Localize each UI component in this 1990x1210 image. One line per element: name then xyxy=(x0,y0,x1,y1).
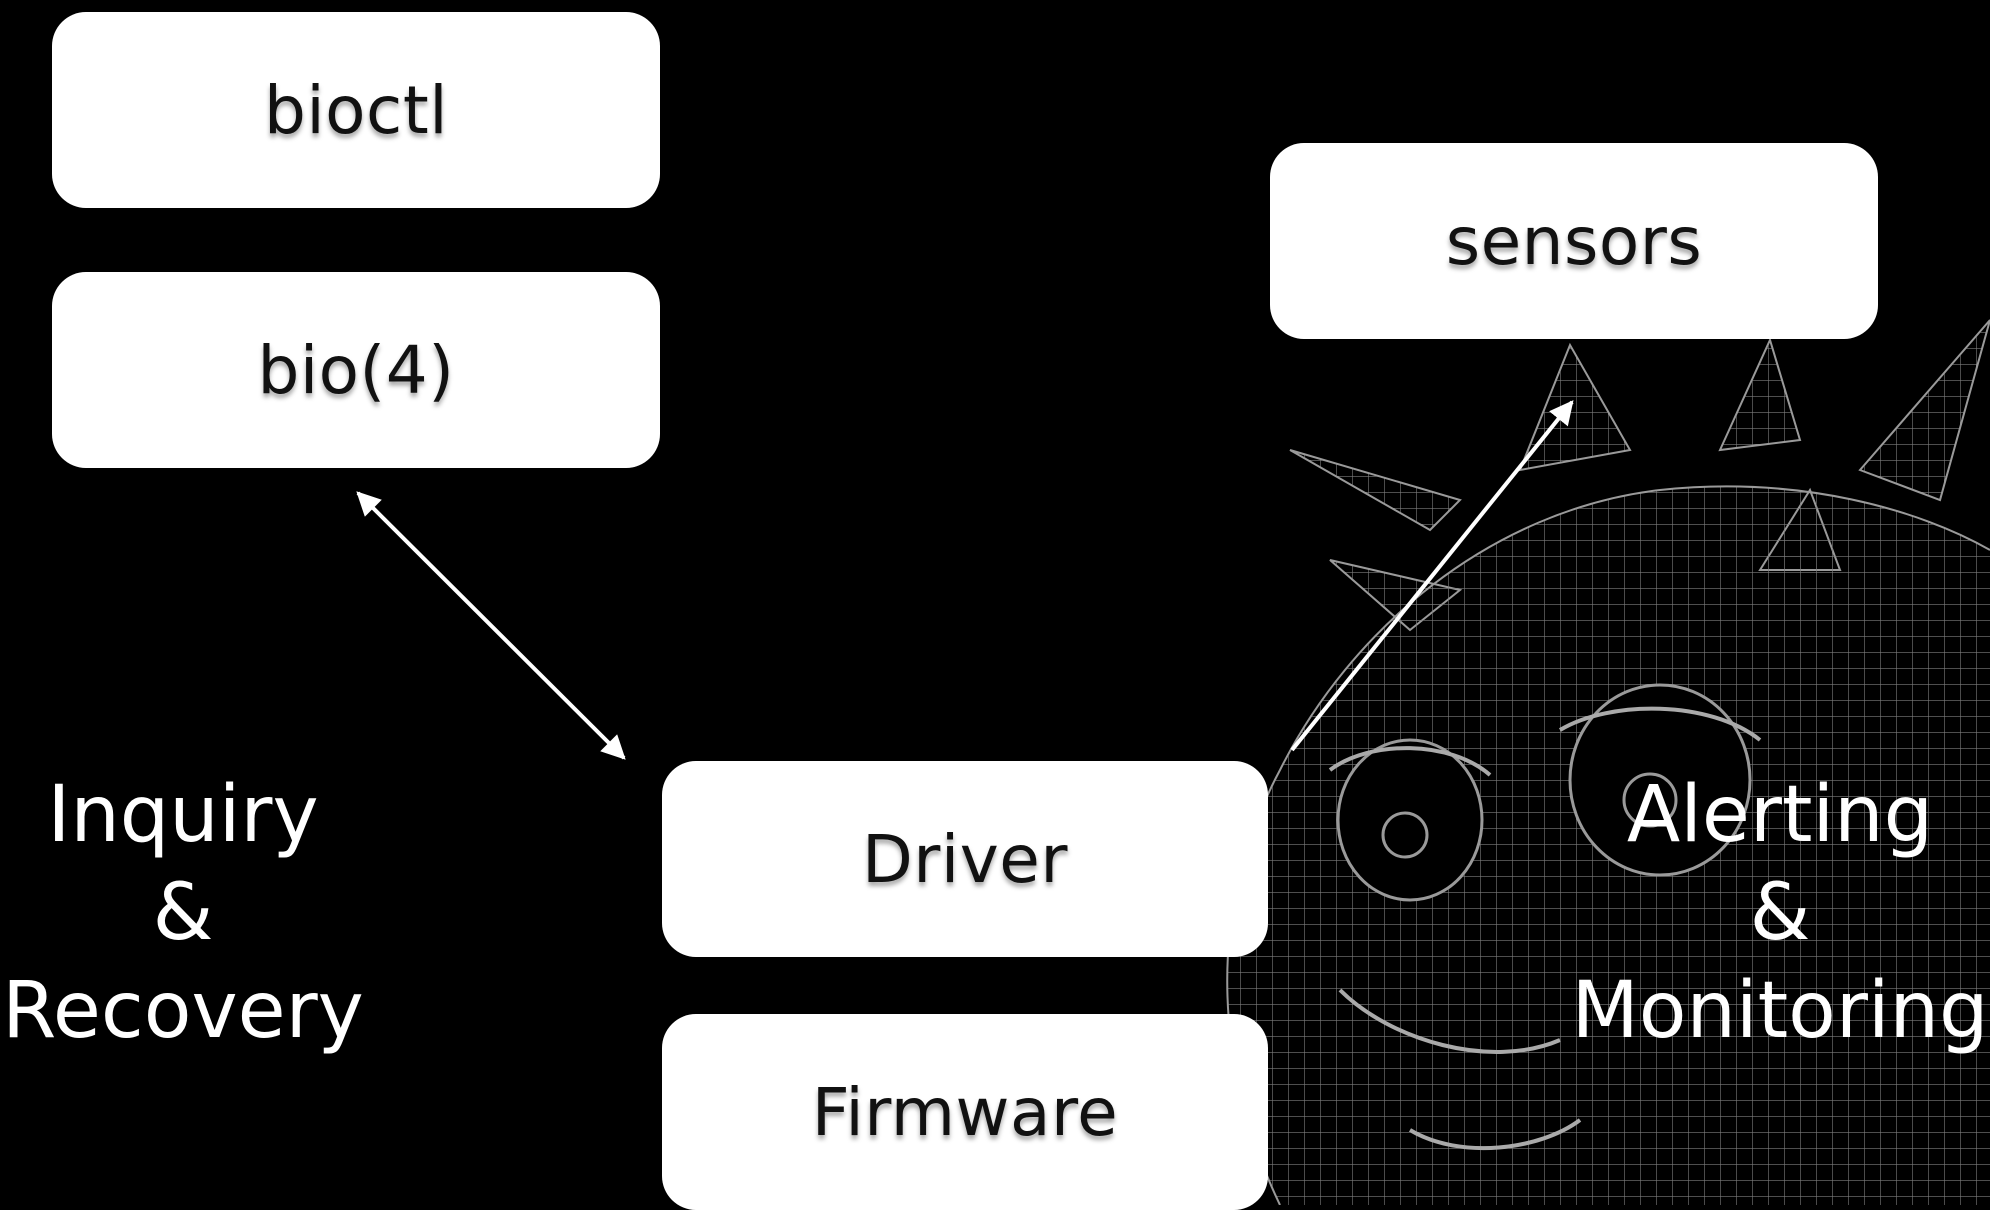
firmware-box: Firmware xyxy=(662,1014,1268,1210)
label-line: Alerting xyxy=(1626,770,1934,860)
label-line: Monitoring xyxy=(1571,966,1989,1056)
bioctl-label: bioctl xyxy=(263,71,449,149)
label-line: Recovery xyxy=(2,966,364,1056)
sensors-label: sensors xyxy=(1445,202,1703,280)
firmware-label: Firmware xyxy=(811,1073,1119,1151)
bioctl-box: bioctl xyxy=(52,12,660,208)
wireframe-mascot-illustration xyxy=(1226,319,1990,1205)
bio4-box: bio(4) xyxy=(52,272,660,468)
bio4-label: bio(4) xyxy=(257,331,455,409)
driver-label: Driver xyxy=(861,820,1069,898)
inquiry-recovery-label: Inquiry & Recovery xyxy=(0,766,366,1060)
label-line: Inquiry xyxy=(47,770,319,860)
bio4-driver-double-arrow xyxy=(356,491,626,760)
alerting-monitoring-label: Alerting & Monitoring xyxy=(1565,766,1990,1060)
label-line: & xyxy=(152,868,214,958)
driver-to-sensors-arrow xyxy=(1290,400,1574,752)
label-line: & xyxy=(1749,868,1811,958)
sensors-box: sensors xyxy=(1270,143,1878,339)
driver-box: Driver xyxy=(662,761,1268,957)
